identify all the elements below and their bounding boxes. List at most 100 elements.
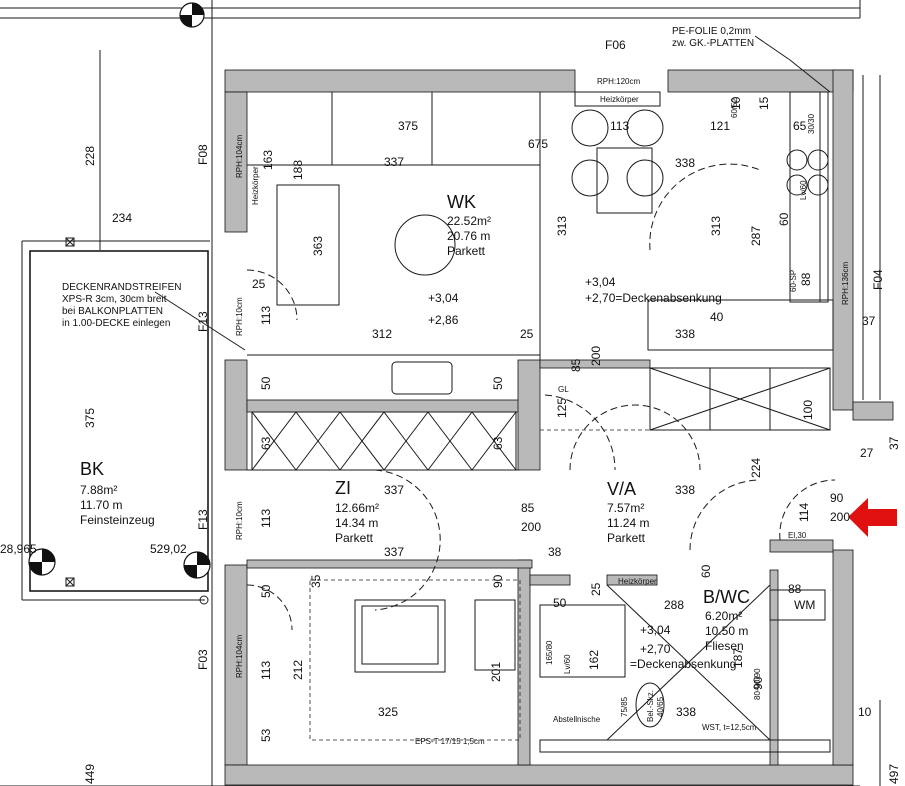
rph-top-label: RPH:120cm [597, 77, 640, 86]
edge-strip-note-3: bei BALKONPLATTEN [62, 306, 163, 317]
room-bwc: B/WC 6.20m² 10.50 m Fliesen +3,04 +2,70 … [630, 587, 750, 671]
room-bwc-perimeter: 10.50 m [705, 624, 748, 638]
dim-88-kitchen: 88 [799, 272, 813, 286]
room-zi-perimeter: 14.34 m [335, 516, 378, 530]
dim-50-bath: 50 [553, 596, 567, 610]
dim-163: 163 [261, 150, 275, 170]
heizkoerper-top-label: Heizkörper [600, 95, 639, 104]
rph-104-top-label: RPH:104cm [235, 135, 244, 178]
dim-88: 88 [788, 582, 802, 596]
dim-201: 201 [489, 662, 503, 682]
room-bk-perimeter: 11.70 m [80, 498, 122, 512]
dim-60-kitchen: 60 [777, 212, 791, 226]
room-wk-height-3: +3,04 [585, 275, 616, 289]
room-bk: BK 7.88m² 11.70 m Feinsteinzeug [80, 459, 155, 527]
eps-label: EPS-T 17/15 1,5cm [415, 737, 485, 746]
axis-f06: F06 [605, 38, 626, 52]
dim-25-bottom: 25 [589, 582, 603, 596]
dim-65: 65 [793, 119, 807, 133]
room-wk: WK 22.52m² 20.76 m Parkett +3,04 +2,86 +… [428, 192, 722, 327]
leader-lines [154, 35, 831, 351]
dim-338-bottom: 338 [676, 705, 696, 719]
dim-224: 224 [749, 458, 763, 478]
rph-104-bottom-label: RPH:104cm [235, 635, 244, 678]
wall-mark-1: Lv/60 [563, 654, 572, 674]
axis-f03: F03 [196, 649, 210, 670]
room-zi-floor: Parkett [335, 531, 374, 545]
dim-188: 188 [291, 160, 305, 180]
rph-10-lower-label: RPH:10cm [235, 501, 244, 540]
dim-337-zi: 337 [384, 483, 404, 497]
dim-325: 325 [378, 705, 398, 719]
room-va-area: 7.57m² [607, 501, 644, 515]
dim-38: 38 [548, 545, 562, 559]
furniture-circles [394, 109, 829, 728]
dim-449: 449 [83, 764, 97, 784]
dim-100: 100 [801, 400, 815, 420]
dim-90: 90 [830, 491, 844, 505]
dim-90-pre: 90 [491, 574, 505, 588]
dim-200-mid: 200 [521, 520, 541, 534]
dim-10: 10 [858, 705, 872, 719]
axis-f13-top: F13 [196, 311, 210, 332]
dim-27: 27 [860, 446, 874, 460]
level-marker-top [179, 2, 205, 28]
dim-338-va: 338 [675, 483, 695, 497]
dim-90-bath-right: 90 [751, 676, 765, 690]
dim-25-mid: 25 [520, 327, 534, 341]
dim-337-zi-bottom: 337 [384, 545, 404, 559]
box-mark: 30/30 [807, 113, 816, 134]
wm-label: WM [794, 598, 815, 612]
room-zi: ZI 12.66m² 14.34 m Parkett [335, 478, 379, 545]
gl-label: GL [558, 385, 569, 394]
dim-114: 114 [797, 503, 811, 522]
dim-113-bottom: 113 [259, 661, 273, 680]
door-swings [246, 163, 836, 631]
foil-note-1: PE-FOLIE 0,2mm [672, 26, 751, 37]
dimension-labels: 228 234 375 449 497 375 337 675 113 121 … [83, 96, 901, 784]
rph-136-label: RPH:136cm [841, 262, 850, 305]
dim-212: 212 [291, 660, 305, 680]
axis-f04: F04 [871, 269, 885, 290]
shower-label: 80-90/90 [753, 668, 762, 700]
room-bwc-name: B/WC [703, 587, 750, 607]
abstellnische-label: Abstellnische [553, 715, 601, 724]
bath-tub-label: 165/80 [545, 640, 554, 665]
dim-50-right: 50 [491, 376, 505, 390]
level-mid: 529,02 [150, 542, 187, 556]
room-zi-name: ZI [335, 478, 351, 498]
heizkoerper-vert-label: Heizkörper [251, 166, 260, 205]
room-wk-area: 22.52m² [447, 214, 491, 228]
room-va-name: V/A [607, 479, 636, 499]
level-marker-mid [183, 551, 211, 579]
dim-337-top: 337 [384, 155, 404, 169]
axis-f13-bottom: F13 [196, 509, 210, 530]
dim-37-top: 37 [862, 314, 876, 328]
dim-40: 40 [710, 310, 724, 324]
room-bk-area: 7.88m² [80, 483, 117, 497]
axis-grid [0, 0, 881, 786]
dim-63-left: 63 [259, 436, 273, 450]
balcony [21, 237, 210, 605]
dim-287: 287 [749, 226, 763, 246]
dim-125: 125 [555, 398, 569, 418]
room-va: V/A 7.57m² 11.24 m Parkett [607, 479, 649, 545]
dim-121: 121 [710, 119, 730, 133]
room-bwc-height-3: =Deckenabsenkung [630, 657, 736, 671]
room-bwc-height-2: +2,70 [640, 642, 671, 656]
room-bk-name: BK [80, 459, 104, 479]
notes: PE-FOLIE 0,2mm zw. GK.-PLATTEN DECKENRAN… [0, 26, 754, 556]
room-bwc-area: 6.20m² [705, 609, 742, 623]
dim-25-left: 25 [252, 277, 266, 291]
level-marker-left [28, 548, 56, 576]
dim-53: 53 [259, 728, 273, 742]
wst-label: WST, t=12,5cm [702, 723, 757, 732]
room-bwc-height-1: +3,04 [640, 623, 671, 637]
level-left: 28,965 [0, 542, 37, 556]
foil-note-2: zw. GK.-PLATTEN [672, 38, 754, 49]
room-bwc-floor: Fliesen [705, 639, 744, 653]
dim-50-left: 50 [259, 376, 273, 390]
rph-10-upper-label: RPH:10cm [235, 297, 244, 336]
dim-363: 363 [311, 236, 325, 256]
